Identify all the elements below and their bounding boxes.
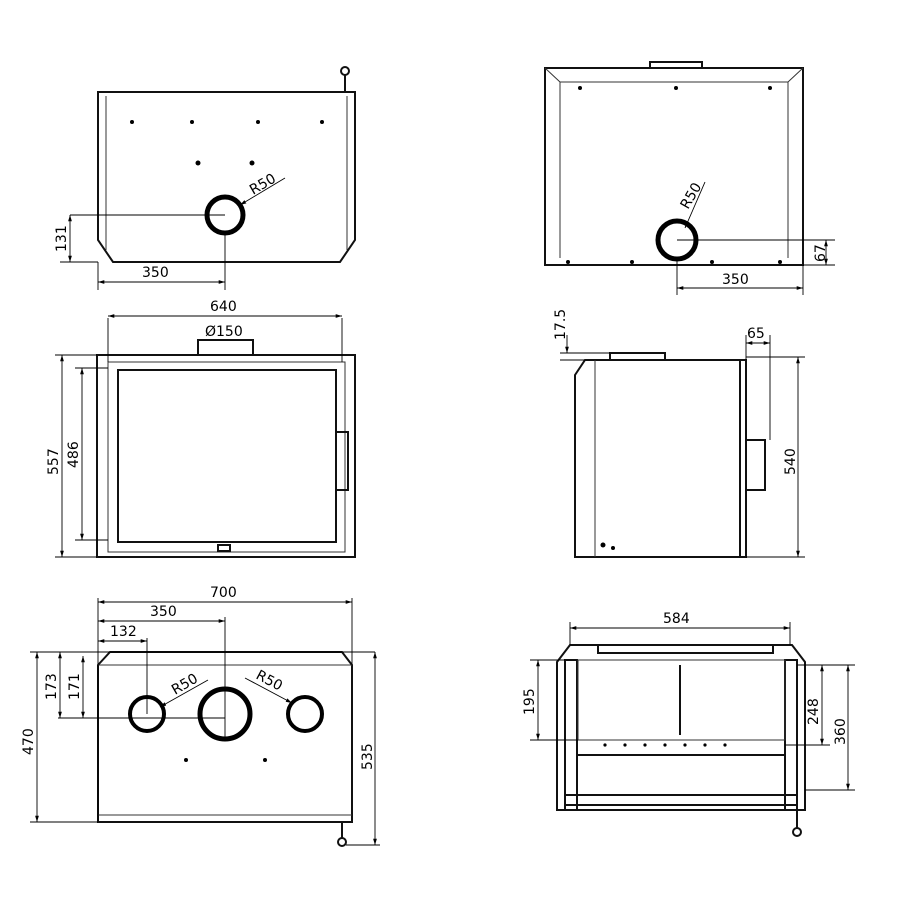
dim-248: 248 <box>806 698 822 725</box>
view-top: 700 350 132 470 173 171 535 R50 R50 <box>21 585 380 847</box>
dim-535: 535 <box>360 743 376 770</box>
dim-470: 470 <box>21 728 37 755</box>
dim-67: 67 <box>813 244 829 262</box>
air-inlet-right <box>286 695 324 733</box>
dim-350: 350 <box>150 604 177 620</box>
dim-195: 195 <box>522 688 538 715</box>
radius-label: R50 <box>678 180 706 212</box>
flue-diameter: Ø150 <box>205 324 243 340</box>
dim-557: 557 <box>46 448 62 475</box>
dim-350: 350 <box>142 265 169 281</box>
dim-173: 173 <box>44 673 60 700</box>
view-side: 17.5 65 540 <box>553 309 805 558</box>
dim-640: 640 <box>210 299 237 315</box>
dim-65: 65 <box>747 326 765 342</box>
dim-171: 171 <box>67 673 83 700</box>
dim-360: 360 <box>833 718 849 745</box>
dim-131: 131 <box>54 225 70 252</box>
dim-700: 700 <box>210 585 237 601</box>
dim-486: 486 <box>66 441 82 468</box>
dim-132: 132 <box>110 624 137 640</box>
view-section: 584 195 248 360 <box>522 611 855 837</box>
dim-350: 350 <box>722 272 749 288</box>
dim-584: 584 <box>663 611 690 627</box>
view-top-front: 67 350 R50 <box>544 61 835 295</box>
radius-label: R50 <box>247 171 279 199</box>
view-front: 640 Ø150 557 486 <box>46 299 356 558</box>
radius-label-left: R50 <box>169 671 201 699</box>
dim-17-5: 17.5 <box>553 309 569 340</box>
dim-540: 540 <box>783 448 799 475</box>
view-top-rear: 131 350 R50 <box>54 66 356 290</box>
